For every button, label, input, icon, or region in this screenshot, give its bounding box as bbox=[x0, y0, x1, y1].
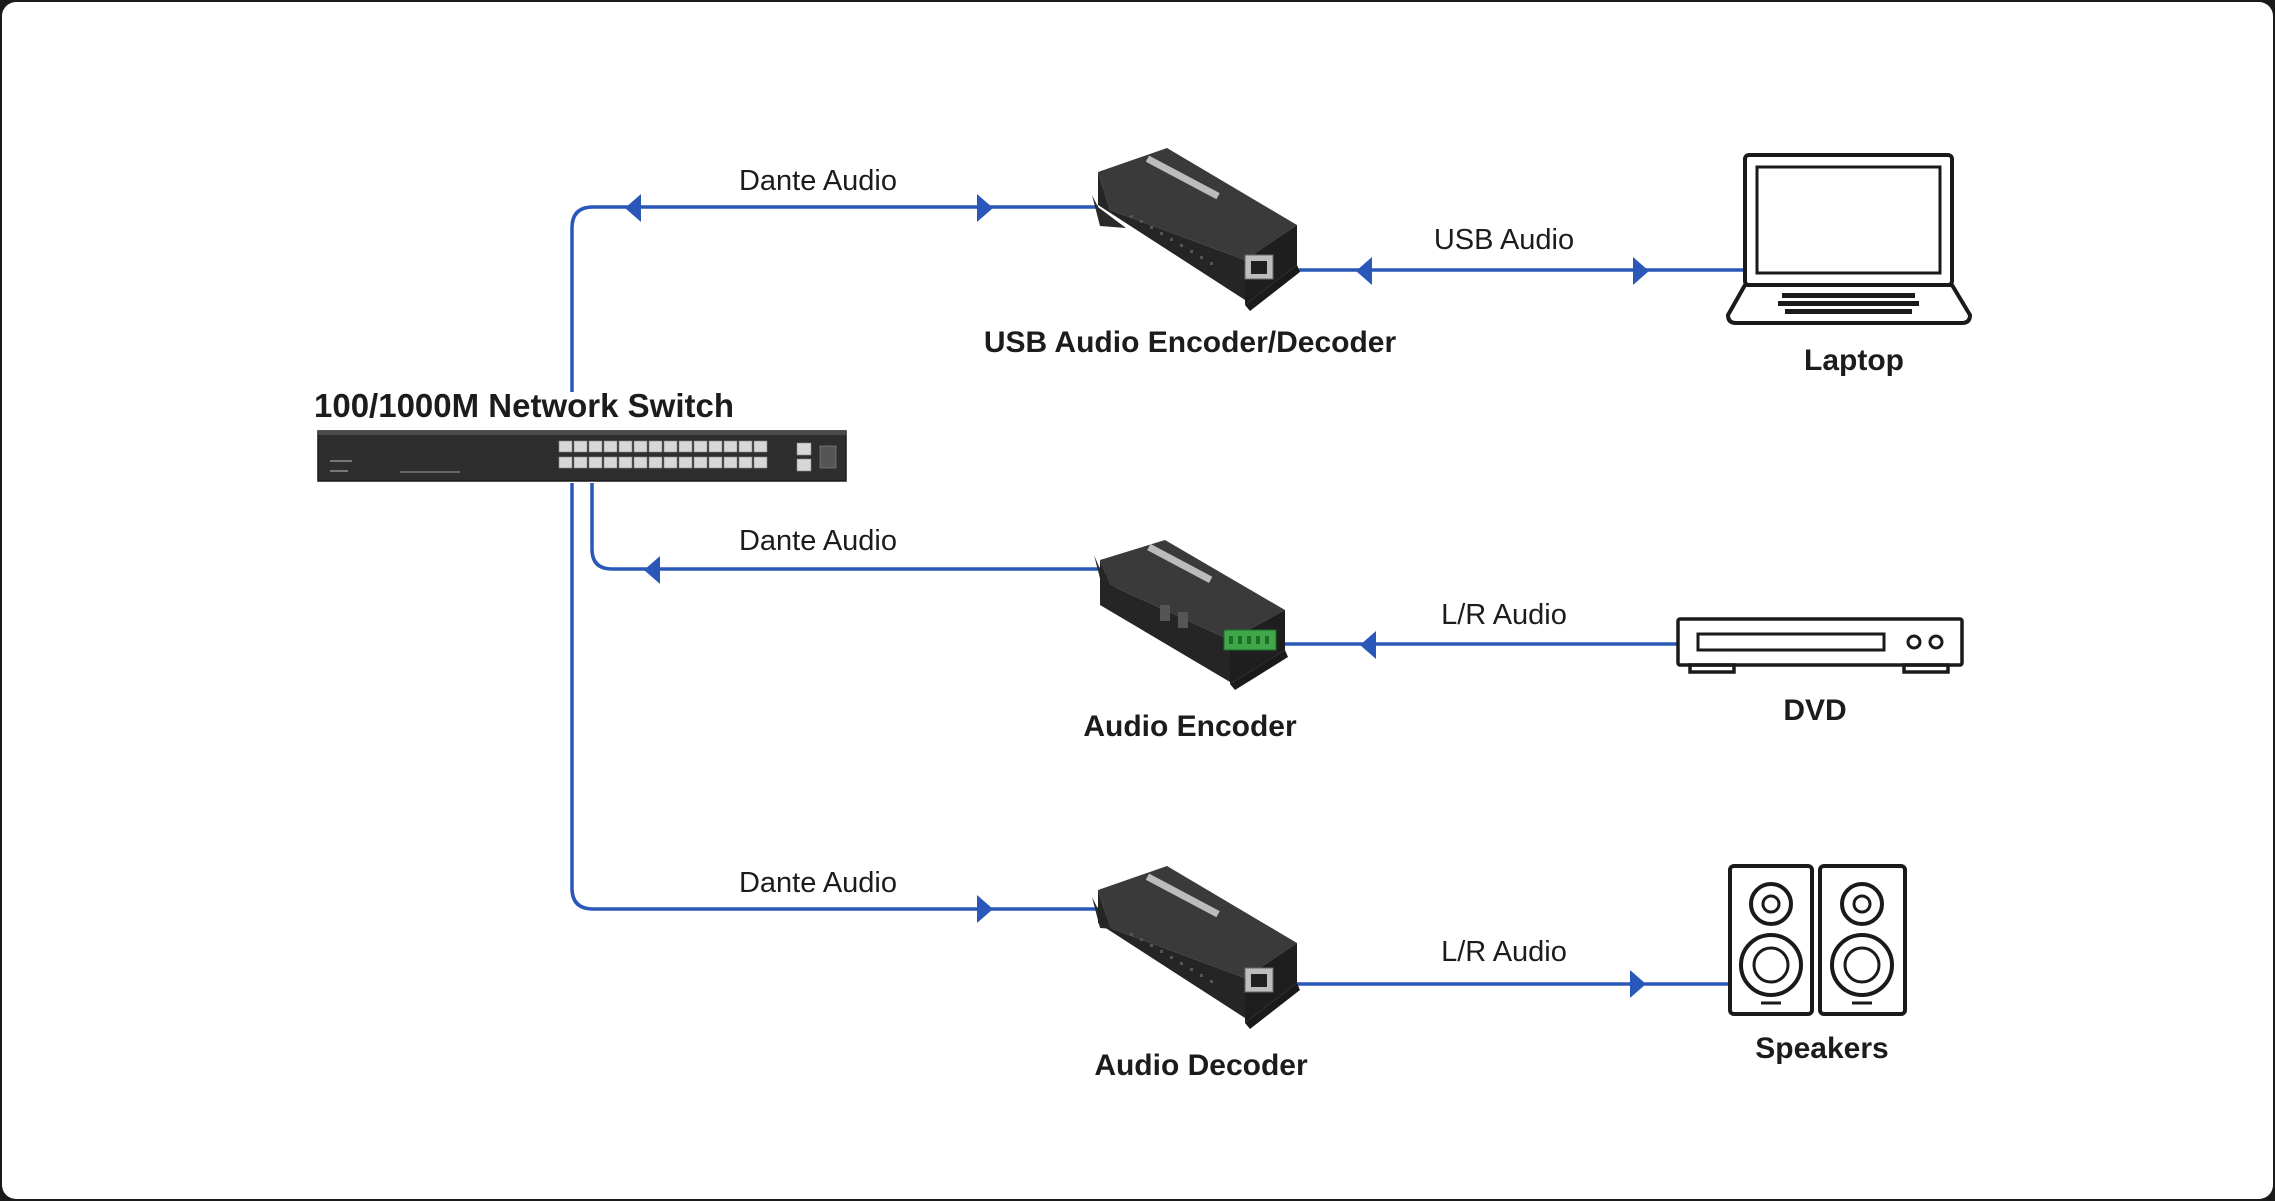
link-label-dante-encoder: Dante Audio bbox=[739, 525, 897, 557]
link-label-lr-dvd: L/R Audio bbox=[1441, 599, 1567, 631]
link-label-dante-usb: Dante Audio bbox=[739, 165, 897, 197]
arrow-left-icon bbox=[644, 556, 660, 584]
laptop-title: Laptop bbox=[1804, 344, 1904, 377]
laptop-icon bbox=[1725, 153, 1973, 325]
arrow-left-icon bbox=[1360, 631, 1376, 659]
audio-encoder-title: Audio Encoder bbox=[1083, 710, 1297, 743]
usb-encoder-decoder-device-icon bbox=[1092, 148, 1300, 311]
arrow-right-icon bbox=[1630, 970, 1646, 998]
arrow-left-icon bbox=[625, 194, 641, 222]
arrow-right-icon bbox=[977, 895, 993, 923]
speakers-icon bbox=[1728, 864, 1907, 1016]
dante-link-decoder bbox=[570, 483, 1098, 911]
link-label-dante-decoder: Dante Audio bbox=[739, 867, 897, 899]
connection-lines bbox=[570, 205, 1745, 986]
switch-title: 100/1000M Network Switch bbox=[314, 387, 734, 424]
usb-encoder-decoder-title: USB Audio Encoder/Decoder bbox=[984, 326, 1397, 359]
network-switch-icon bbox=[317, 430, 847, 482]
link-label-lr-speakers: L/R Audio bbox=[1441, 936, 1567, 968]
dvd-title: DVD bbox=[1783, 694, 1846, 727]
arrow-right-icon bbox=[977, 194, 993, 222]
dvd-player-icon bbox=[1676, 617, 1964, 674]
dante-link-encoder bbox=[590, 483, 1100, 571]
audio-decoder-device-icon bbox=[1092, 866, 1300, 1029]
arrowheads bbox=[625, 194, 1649, 998]
speakers-title: Speakers bbox=[1755, 1032, 1888, 1065]
dante-link-usb bbox=[570, 205, 1098, 392]
link-label-usb-audio: USB Audio bbox=[1434, 224, 1574, 256]
audio-encoder-device-icon bbox=[1094, 540, 1288, 690]
audio-decoder-title: Audio Decoder bbox=[1094, 1049, 1308, 1082]
arrow-left-icon bbox=[1356, 257, 1372, 285]
arrow-right-icon bbox=[1633, 257, 1649, 285]
